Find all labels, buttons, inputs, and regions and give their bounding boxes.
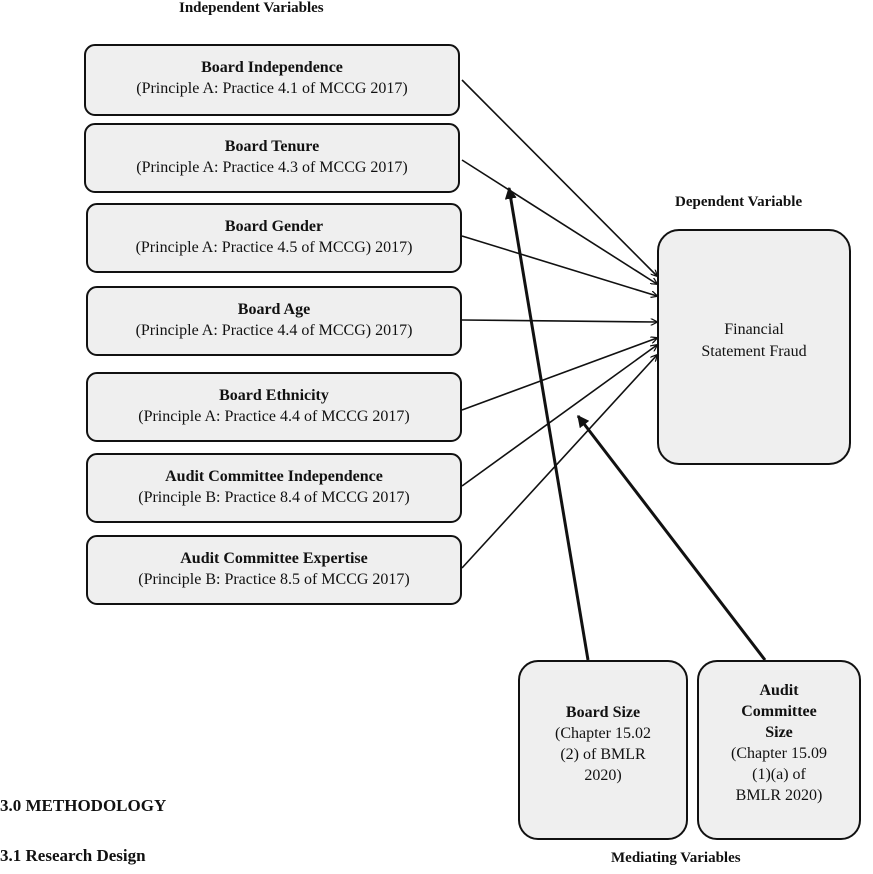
iv-title: Board Tenure bbox=[224, 138, 320, 155]
arrow-board-tenure bbox=[461, 159, 657, 284]
iv-board-gender: Board Gender (Principle A: Practice 4.5 … bbox=[86, 203, 462, 273]
arrow-board-size bbox=[504, 186, 590, 661]
iv-title: Audit Committee Independence bbox=[165, 468, 383, 485]
iv-subtitle: (Principle A: Practice 4.4 of MCCG) 2017… bbox=[135, 322, 413, 339]
methodology-heading: 3.0 METHODOLOGY bbox=[0, 796, 167, 815]
iv-audit-committee-independence: Audit Committee Independence (Principle … bbox=[86, 453, 462, 523]
iv-subtitle: (Principle A: Practice 4.3 of MCCG 2017) bbox=[136, 159, 408, 176]
arrow-board-gender bbox=[461, 235, 657, 296]
arrow-board-ethnicity bbox=[461, 338, 657, 411]
mv-detail: (2) of BMLR bbox=[560, 746, 646, 763]
mv-title: Size bbox=[765, 724, 793, 741]
dependent-variable-heading: Dependent Variable bbox=[675, 194, 803, 210]
iv-audit-committee-expertise: Audit Committee Expertise (Principle B: … bbox=[86, 535, 462, 605]
iv-to-dv-arrows bbox=[461, 79, 657, 569]
mediator-arrows bbox=[504, 186, 767, 661]
iv-subtitle: (Principle A: Practice 4.5 of MCCG) 2017… bbox=[135, 239, 413, 256]
dv-label-line1: Financial bbox=[724, 321, 784, 338]
arrow-ac-independence bbox=[461, 345, 657, 487]
mv-detail: (Chapter 15.09 bbox=[731, 745, 827, 762]
iv-board-age: Board Age (Principle A: Practice 4.4 of … bbox=[86, 286, 462, 356]
arrow-board-independence bbox=[461, 79, 657, 276]
independent-variables-heading: Independent Variables bbox=[179, 0, 324, 16]
arrow-board-age bbox=[461, 320, 657, 322]
iv-subtitle: (Principle B: Practice 8.4 of MCCG 2017) bbox=[138, 489, 410, 506]
mv-detail: (1)(a) of bbox=[752, 766, 806, 783]
mv-board-size: Board Size (Chapter 15.02 (2) of BMLR 20… bbox=[518, 660, 688, 840]
mv-title: Audit bbox=[759, 682, 799, 699]
mediating-variables-heading: Mediating Variables bbox=[611, 850, 741, 866]
iv-title: Audit Committee Expertise bbox=[180, 550, 368, 567]
mv-audit-committee-size: Audit Committee Size (Chapter 15.09 (1)(… bbox=[697, 660, 861, 840]
mv-detail: (Chapter 15.02 bbox=[555, 725, 651, 742]
dv-financial-statement-fraud: Financial Statement Fraud bbox=[657, 229, 851, 465]
iv-subtitle: (Principle A: Practice 4.4 of MCCG 2017) bbox=[138, 408, 410, 425]
iv-title: Board Gender bbox=[224, 218, 324, 235]
research-design-heading: 3.1 Research Design bbox=[0, 846, 146, 865]
arrow-ac-expertise bbox=[461, 355, 657, 569]
iv-subtitle: (Principle A: Practice 4.1 of MCCG 2017) bbox=[136, 80, 408, 97]
mv-detail: BMLR 2020) bbox=[735, 787, 823, 804]
iv-title: Board Ethnicity bbox=[219, 387, 329, 404]
mv-title: Committee bbox=[741, 703, 817, 720]
dv-label-line2: Statement Fraud bbox=[701, 343, 807, 360]
iv-subtitle: (Principle B: Practice 8.5 of MCCG 2017) bbox=[138, 571, 410, 588]
arrow-audit-committee-size bbox=[576, 415, 767, 661]
iv-title: Board Age bbox=[237, 301, 311, 318]
mv-title: Board Size bbox=[565, 704, 641, 721]
iv-board-ethnicity: Board Ethnicity (Principle A: Practice 4… bbox=[86, 372, 462, 442]
mv-detail: 2020) bbox=[584, 767, 622, 784]
iv-board-independence: Board Independence (Principle A: Practic… bbox=[84, 44, 460, 116]
iv-title: Board Independence bbox=[201, 59, 343, 76]
iv-board-tenure: Board Tenure (Principle A: Practice 4.3 … bbox=[84, 123, 460, 193]
